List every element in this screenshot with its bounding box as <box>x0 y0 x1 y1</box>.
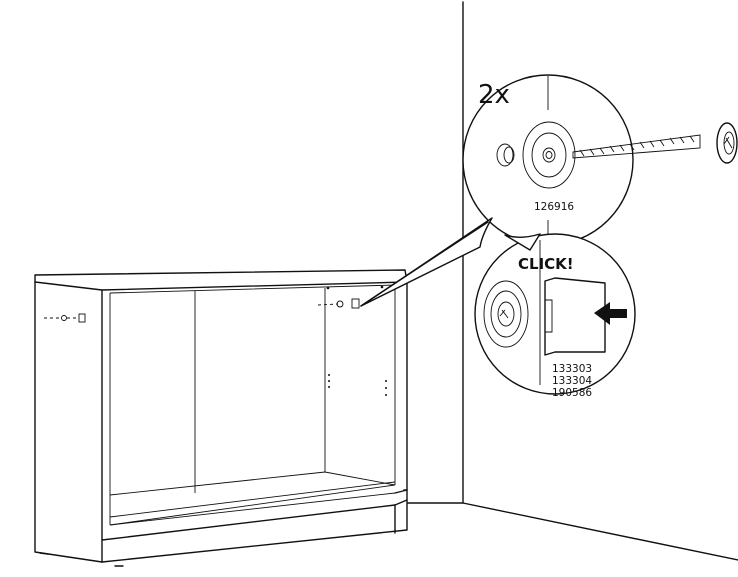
fitting-part-number-1: 133303 <box>552 363 592 375</box>
screw-icon <box>572 122 738 164</box>
detail-click-fitting: CLICK! 133303 133304 190586 <box>474 233 636 399</box>
click-label: CLICK! <box>518 255 574 273</box>
quantity-label: 2x <box>478 80 510 110</box>
washer-icon <box>522 121 576 189</box>
screw-part-number: 126916 <box>534 201 574 213</box>
wall-fitting-right <box>317 298 360 309</box>
cabinet <box>34 269 408 567</box>
push-arrow-icon <box>594 302 627 325</box>
wall-plug-icon <box>496 143 515 167</box>
wall-fitting-left <box>44 313 86 323</box>
click-clip-icon <box>544 277 606 356</box>
washer-icon <box>483 280 529 348</box>
shelf-pin-holes <box>328 374 387 396</box>
fitting-part-number-3: 190586 <box>552 387 592 399</box>
detail-screw: 2x 126916 <box>360 74 738 307</box>
fitting-part-number-2: 133304 <box>552 375 592 387</box>
